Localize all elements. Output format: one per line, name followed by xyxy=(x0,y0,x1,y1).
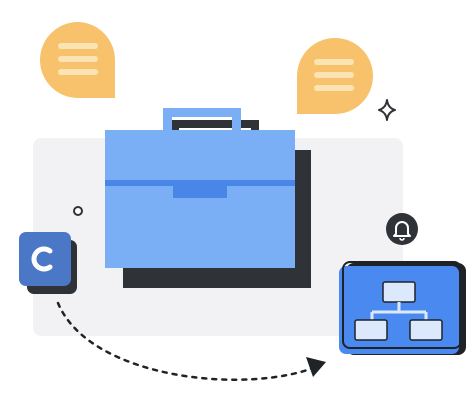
dashed-arrow-icon xyxy=(56,301,326,381)
org-chart-icon xyxy=(339,261,466,355)
chat-bubble-icon-right xyxy=(297,38,373,114)
dot-icon xyxy=(73,206,83,216)
app-c-icon xyxy=(19,232,77,294)
chat-bubble-icon-left xyxy=(40,22,115,98)
sparkle-icon xyxy=(378,99,396,121)
briefcase-icon xyxy=(105,108,311,288)
bell-icon xyxy=(386,213,418,245)
